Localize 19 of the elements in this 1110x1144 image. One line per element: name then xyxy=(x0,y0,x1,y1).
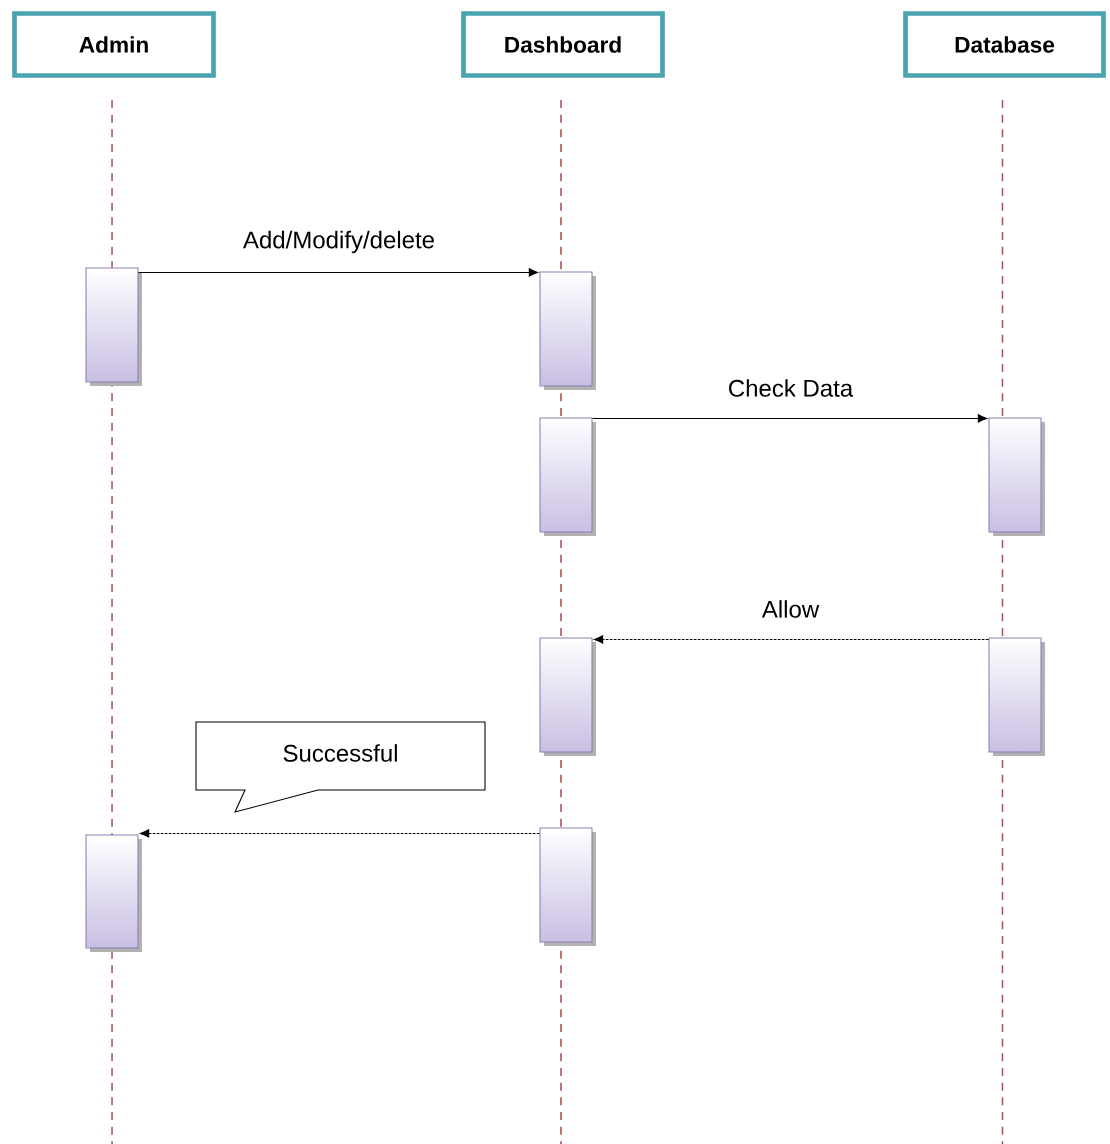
message-arrow xyxy=(139,829,540,838)
activation-bar xyxy=(539,417,596,536)
callout-bubble: Successful xyxy=(195,721,486,813)
lifeline-header-box: Admin xyxy=(12,11,216,78)
activation-bar xyxy=(85,267,142,386)
activation-bar xyxy=(988,417,1045,536)
activation-bar xyxy=(539,637,596,756)
activation-bar xyxy=(539,827,596,946)
activation-bar xyxy=(988,637,1045,756)
message-arrow xyxy=(138,268,539,277)
edge-label: Check Data xyxy=(726,377,855,399)
lifeline-header-box: Database xyxy=(903,11,1106,78)
edge-label: Allow xyxy=(760,598,821,620)
edge-label: Add/Modify/delete xyxy=(241,229,437,255)
message-arrow xyxy=(592,414,988,423)
activation-bar xyxy=(85,834,142,952)
lifeline-header-box: Dashboard xyxy=(461,11,665,78)
activation-bar xyxy=(539,271,596,390)
message-arrow xyxy=(593,635,989,644)
